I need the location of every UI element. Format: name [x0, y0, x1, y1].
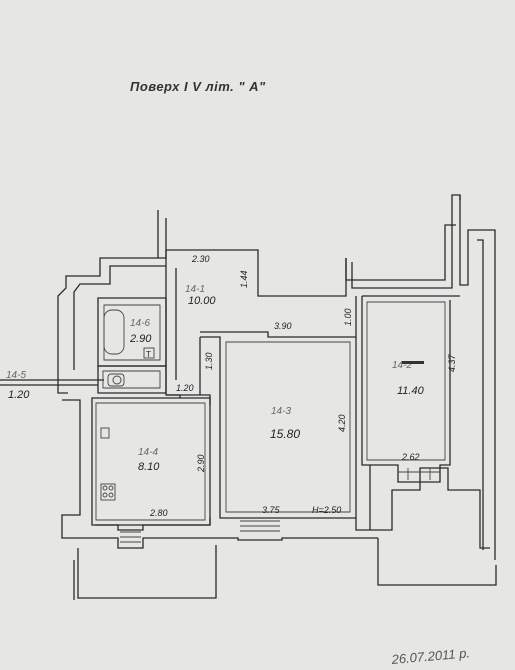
- room-14-2: 14-2 11.40: [366, 301, 446, 461]
- room-area: 1.20: [8, 389, 30, 401]
- toilet-bowl-icon: [107, 373, 125, 387]
- sink-icon: [100, 427, 110, 439]
- room-id: 14-2: [392, 360, 412, 371]
- dimension-label: 3.90: [274, 321, 292, 331]
- dimension-label: 3.75: [262, 505, 281, 515]
- dimension-label: 2.30: [191, 254, 210, 264]
- room-14-3: 14-3 15.80: [225, 341, 351, 513]
- dimension-label: 1.44: [239, 270, 249, 288]
- room-14-6: T 14-6 2.90: [97, 297, 167, 367]
- stove-icon: [100, 483, 116, 501]
- dimension-label: 2.90: [196, 454, 206, 473]
- room-area: 10.00: [188, 295, 216, 307]
- room-area: 2.90: [129, 333, 152, 345]
- dimension-label: 2.80: [149, 508, 168, 518]
- room-area: 8.10: [138, 461, 160, 473]
- toilet-icon: [143, 347, 155, 359]
- hall-segment: [166, 337, 211, 405]
- dimension-label: 4.37: [447, 353, 457, 372]
- room-id: 14-3: [271, 406, 291, 417]
- dimension-label: 1.30: [204, 352, 214, 370]
- room-area: 15.80: [270, 427, 300, 441]
- plan-title: Поверх І V літ. " А": [130, 79, 266, 94]
- room-id: 14-5: [6, 370, 26, 381]
- openings: [120, 520, 280, 543]
- plan-date: 26.07.2011 р.: [390, 645, 471, 667]
- dimension-label: 1.00: [343, 308, 353, 326]
- bathtub-icon: [103, 309, 125, 355]
- dimensions: 2.30 1.44 1.00 3.90 4.37 1.30 1.20 4.20 …: [149, 254, 457, 518]
- outer-walls: [57, 194, 497, 600]
- room-area: 11.40: [397, 385, 425, 397]
- room-id: 14-1: [185, 284, 205, 295]
- room-14-1: 14-1 10.00: [165, 250, 216, 398]
- dimension-label: 2.62: [401, 452, 420, 462]
- partitions: [200, 295, 460, 531]
- ceiling-height-label: H=2.50: [312, 505, 341, 515]
- redaction-mark: [402, 361, 424, 364]
- room-id: 14-6: [130, 318, 150, 329]
- room-14-4: 14-4 8.10: [91, 397, 211, 526]
- dimension-label: 1.20: [176, 383, 194, 393]
- room-id: 14-4: [138, 447, 158, 458]
- toilet-mark: T: [146, 350, 151, 359]
- room-14-5: 14-5 1.20: [0, 365, 167, 401]
- dimension-label: 4.20: [337, 414, 347, 432]
